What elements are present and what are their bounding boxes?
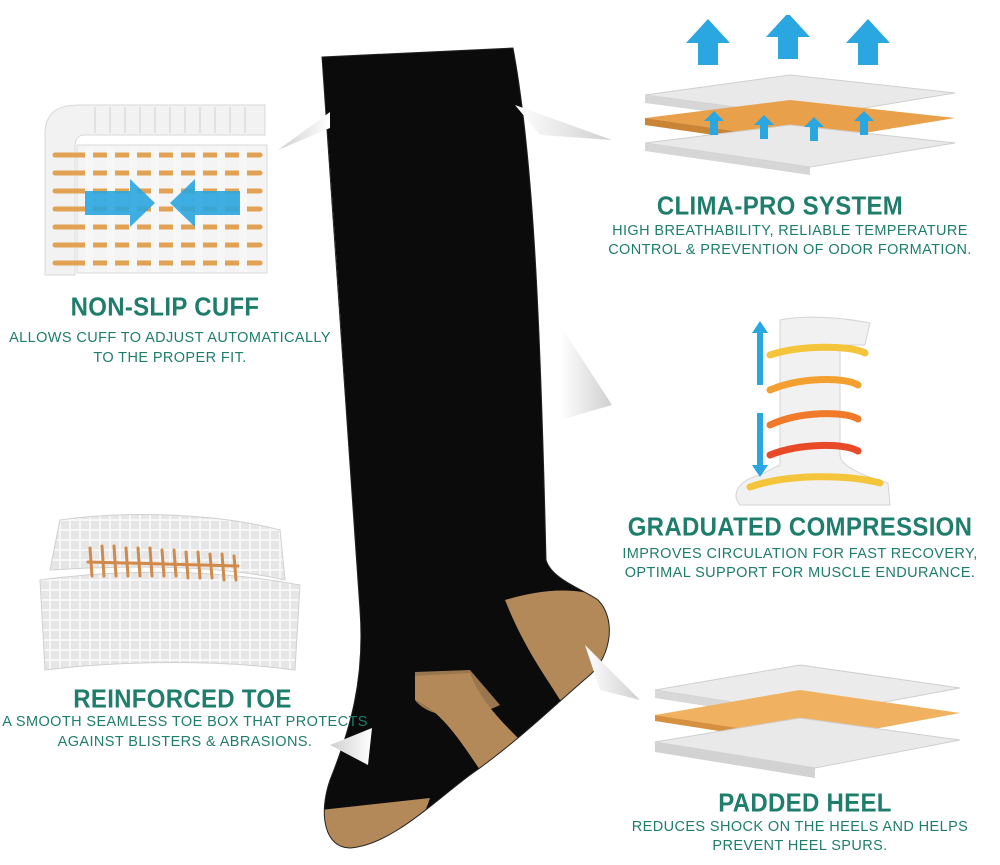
padded-heel-title: PADDED HEEL bbox=[718, 788, 892, 819]
padded-heel-desc-line2: PREVENT HEEL SPURS. bbox=[712, 838, 888, 854]
layered-fabric-illustration bbox=[640, 15, 960, 185]
non-slip-cuff-desc-line1: ALLOWS CUFF TO ADJUST AUTOMATICALLY bbox=[9, 330, 331, 346]
pointer-wedge bbox=[515, 105, 612, 140]
reinforced-toe-desc-line1: A SMOOTH SEAMLESS TOE BOX THAT PROTECTS bbox=[2, 714, 368, 730]
clima-pro-desc-line2: CONTROL & PREVENTION OF ODOR FORMATION. bbox=[608, 242, 972, 258]
graduated-compression-desc-line1: IMPROVES CIRCULATION FOR FAST RECOVERY, bbox=[622, 546, 978, 562]
graduated-compression-desc-line2: OPTIMAL SUPPORT FOR MUSCLE ENDURANCE. bbox=[624, 565, 976, 581]
pointer-wedge bbox=[278, 112, 330, 150]
compression-leg-illustration bbox=[730, 315, 895, 510]
cuff-fabric-illustration bbox=[25, 95, 275, 285]
non-slip-cuff-desc-line2: TO THE PROPER FIT. bbox=[93, 350, 247, 366]
clima-pro-title: CLIMA-PRO SYSTEM bbox=[656, 191, 904, 222]
reinforced-toe-title: REINFORCED TOE bbox=[73, 684, 292, 715]
toe-fabric-illustration bbox=[30, 510, 305, 680]
pointer-wedge bbox=[560, 325, 612, 420]
pointer-wedge bbox=[585, 645, 640, 700]
graduated-compression-title: GRADUATED COMPRESSION bbox=[627, 512, 973, 543]
padded-heel-desc-line1: REDUCES SHOCK ON THE HEELS AND HELPS bbox=[631, 819, 969, 835]
pointer-wedge bbox=[330, 728, 372, 765]
clima-pro-desc-line1: HIGH BREATHABILITY, RELIABLE TEMPERATURE bbox=[612, 223, 968, 239]
sock-illustration bbox=[300, 40, 620, 860]
reinforced-toe-desc-line2: AGAINST BLISTERS & ABRASIONS. bbox=[57, 734, 313, 750]
heel-fabric-illustration bbox=[650, 660, 965, 790]
non-slip-cuff-title: NON-SLIP CUFF bbox=[70, 292, 260, 323]
